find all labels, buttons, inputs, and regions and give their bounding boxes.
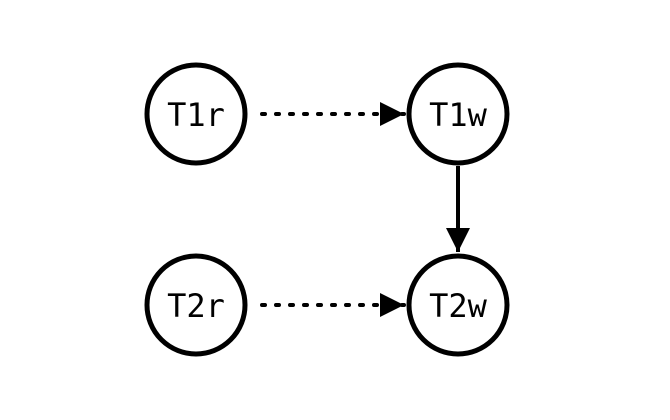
node-label-t2w: T2w [429,287,488,325]
node-t1w: T1w [406,62,510,166]
node-t2r: T2r [144,253,248,357]
node-label-t1r: T1r [167,96,225,134]
node-t2w: T2w [406,253,510,357]
node-label-t2r: T2r [167,287,225,325]
node-label-t1w: T1w [429,96,488,134]
node-t1r: T1r [144,62,248,166]
